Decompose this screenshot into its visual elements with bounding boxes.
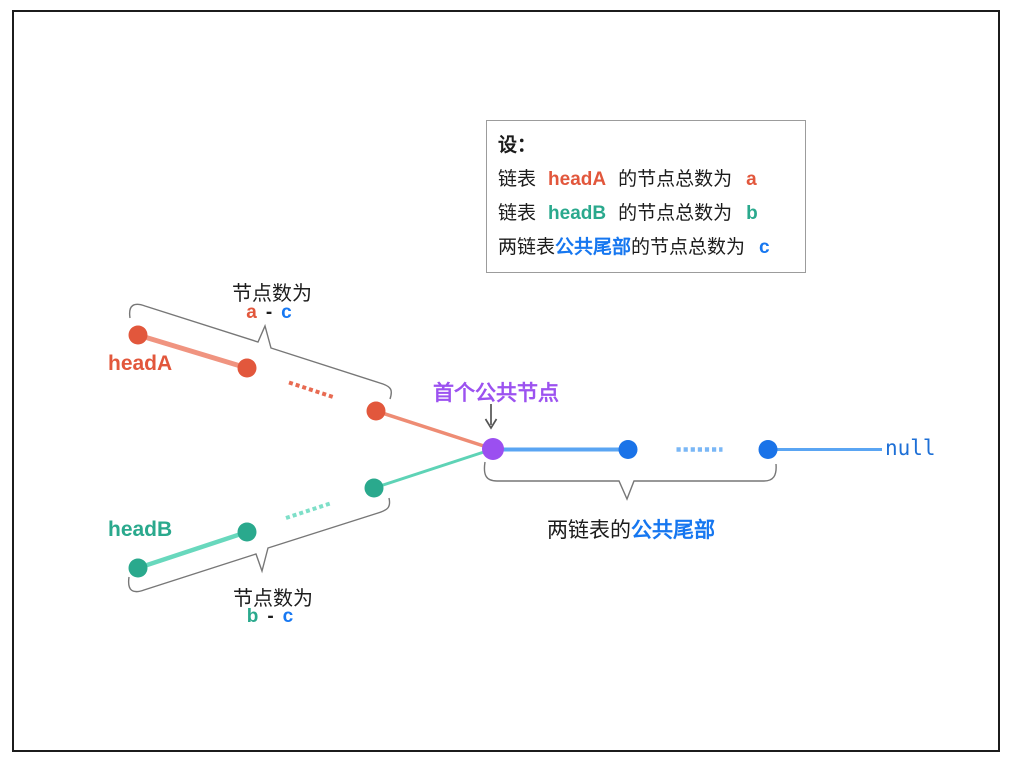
intersection-label: 首个公共节点 <box>433 382 559 405</box>
null-label: null <box>885 436 936 460</box>
headb-label: headB <box>108 518 173 541</box>
lista-link-2 <box>374 409 495 451</box>
lista-link-1 <box>135 332 250 371</box>
listb-expr-operator: - <box>267 606 274 627</box>
listb-link-1 <box>135 529 250 571</box>
legend-b-value: b <box>746 203 758 224</box>
lista-node-3 <box>366 401 386 421</box>
legend-c-value: c <box>759 237 770 258</box>
listb-count-expression: b - c <box>247 606 294 628</box>
listb-ellipsis <box>285 501 331 520</box>
lista-count-expression: a - c <box>246 302 291 324</box>
legend-b-middle: 的节点总数为 <box>618 203 733 224</box>
legend-row-a: 链表 headA 的节点总数为 a <box>498 163 794 197</box>
listb-count-caption: 节点数为 <box>233 588 313 610</box>
legend-a-name: headA <box>548 169 607 190</box>
tail-brace <box>483 461 777 501</box>
listb-brace <box>127 497 391 593</box>
lista-count-caption: 节点数为 <box>232 283 312 305</box>
legend-b-prefix: 链表 <box>498 203 537 224</box>
legend-row-c: 两链表公共尾部的节点总数为 c <box>498 231 794 265</box>
legend-title: 设： <box>498 135 537 156</box>
heada-label: headA <box>108 352 173 375</box>
lista-node-2 <box>237 358 257 378</box>
intersection-node <box>482 438 504 460</box>
listb-node-1 <box>128 558 148 578</box>
legend-row-b: 链表 headB 的节点总数为 b <box>498 197 794 231</box>
legend-c-prefix: 两链表 <box>498 237 556 258</box>
tail-node-2 <box>758 440 778 459</box>
lista-expr-operator: - <box>265 302 273 323</box>
legend-b-name: headB <box>548 203 607 224</box>
legend-c-name: 公共尾部 <box>555 237 632 258</box>
listb-node-3 <box>364 478 384 498</box>
listb-link-2 <box>372 447 495 490</box>
tail-caption: 两链表的公共尾部 <box>547 514 715 544</box>
legend-a-value: a <box>746 169 757 190</box>
lista-expr-left: a <box>246 302 257 323</box>
intersection-arrowhead <box>484 418 498 430</box>
listb-expr-right: c <box>282 606 294 627</box>
legend-c-middle: 的节点总数为 <box>631 237 746 258</box>
lista-node-1 <box>128 325 148 345</box>
listb-expr-left: b <box>246 606 259 627</box>
listb-node-2 <box>237 522 257 542</box>
legend-a-prefix: 链表 <box>498 169 537 190</box>
tail-caption-prefix: 两链表的 <box>547 519 631 542</box>
tail-node-1 <box>618 440 638 459</box>
lista-ellipsis <box>288 380 334 399</box>
tail-caption-highlight: 公共尾部 <box>631 519 715 542</box>
lista-expr-right: c <box>281 302 292 323</box>
legend-a-middle: 的节点总数为 <box>618 169 733 190</box>
lista-brace <box>128 303 392 400</box>
